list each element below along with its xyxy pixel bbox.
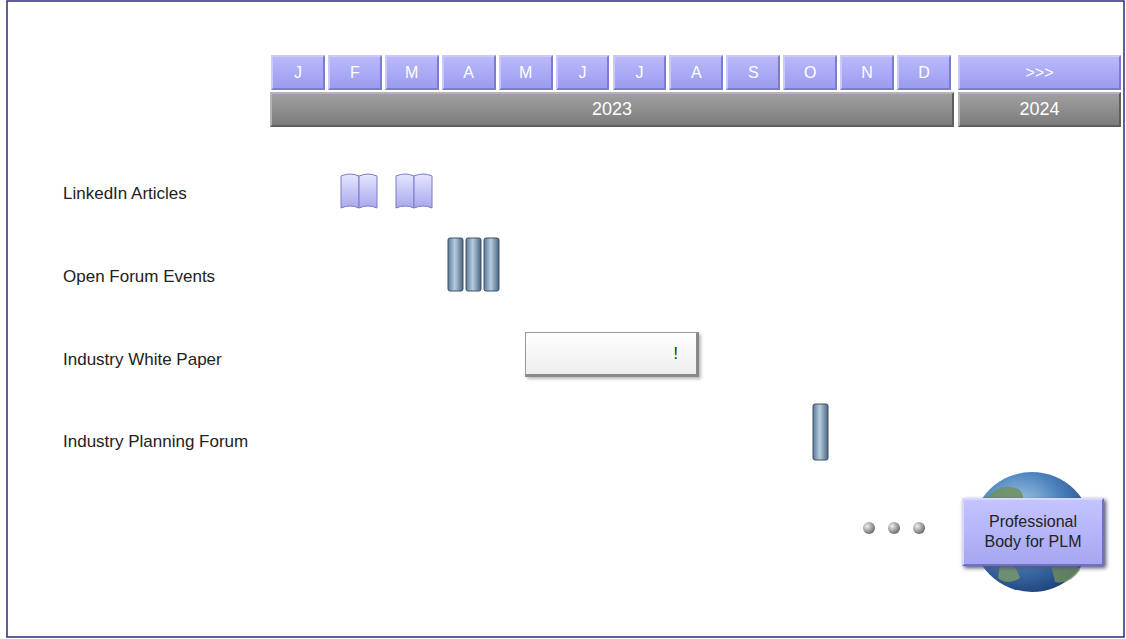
book-icon — [396, 174, 432, 208]
box-text: A — [691, 64, 702, 82]
box-text: S — [748, 64, 759, 82]
event-bar — [448, 238, 499, 291]
month-box: S — [726, 55, 780, 90]
month-box: D — [897, 55, 951, 90]
box-text: M — [405, 64, 418, 82]
box-text: 2024 — [1019, 99, 1059, 120]
month-box: M — [385, 55, 439, 90]
box-text: A — [463, 64, 474, 82]
professional-body-box: Professional Body for PLM — [962, 498, 1104, 566]
box-text: J — [294, 64, 302, 82]
year-band: 2024 — [958, 92, 1121, 127]
month-box: N — [840, 55, 894, 90]
box-text: Professional Body for PLM — [972, 512, 1094, 552]
box-text: F — [350, 64, 360, 82]
box-text: J — [579, 64, 587, 82]
box-text: >>> — [1025, 64, 1053, 82]
month-box: A — [669, 55, 723, 90]
month-box: A — [442, 55, 496, 90]
box-text: J — [635, 64, 643, 82]
year-band: 2023 — [270, 92, 954, 127]
month-box: M — [499, 55, 553, 90]
box-text: O — [804, 64, 816, 82]
white-paper-bar: ! — [525, 332, 699, 377]
month-box: F — [328, 55, 382, 90]
ellipsis-dots — [863, 522, 925, 534]
box-text: ! — [674, 345, 678, 363]
row-label: Industry White Paper — [63, 350, 222, 370]
row-label: Open Forum Events — [63, 267, 215, 287]
month-box: O — [783, 55, 837, 90]
box-text: D — [918, 64, 930, 82]
month-box: J — [613, 55, 667, 90]
box-text: M — [519, 64, 532, 82]
month-box: J — [271, 55, 325, 90]
next-year-box: >>> — [958, 55, 1121, 90]
book-icon — [341, 174, 377, 208]
event-bar — [813, 404, 828, 460]
page-frame — [7, 1, 1124, 637]
box-text: N — [861, 64, 873, 82]
row-label: LinkedIn Articles — [63, 184, 187, 204]
month-box: J — [556, 55, 610, 90]
row-label: Industry Planning Forum — [63, 432, 248, 452]
box-text: 2023 — [592, 99, 632, 120]
